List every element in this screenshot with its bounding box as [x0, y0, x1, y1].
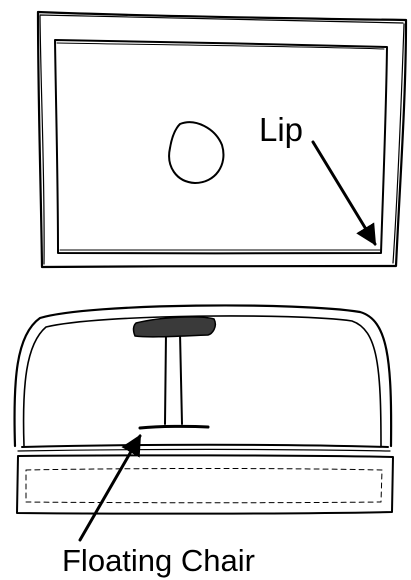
center-hole: [169, 122, 223, 183]
side-view: [14, 305, 393, 540]
chair-arrow: [80, 436, 140, 540]
base-band: [17, 455, 393, 513]
lip-arrow: [313, 142, 375, 244]
top-inner-frame-retrace: [57, 43, 384, 250]
lip-label: Lip: [259, 111, 303, 148]
chair-pad: [134, 317, 216, 337]
top-outer-frame-retrace: [40, 15, 404, 264]
floor-line: [22, 445, 388, 447]
floating-chair-label: Floating Chair: [62, 543, 255, 578]
top-view: [38, 12, 406, 267]
chair-post: [165, 333, 182, 424]
base-band-dashes: [26, 469, 382, 503]
top-outer-frame: [38, 12, 406, 267]
top-inner-frame: [55, 40, 387, 253]
chair-floor-plate: [140, 426, 208, 428]
floor-line-lower: [18, 450, 390, 452]
